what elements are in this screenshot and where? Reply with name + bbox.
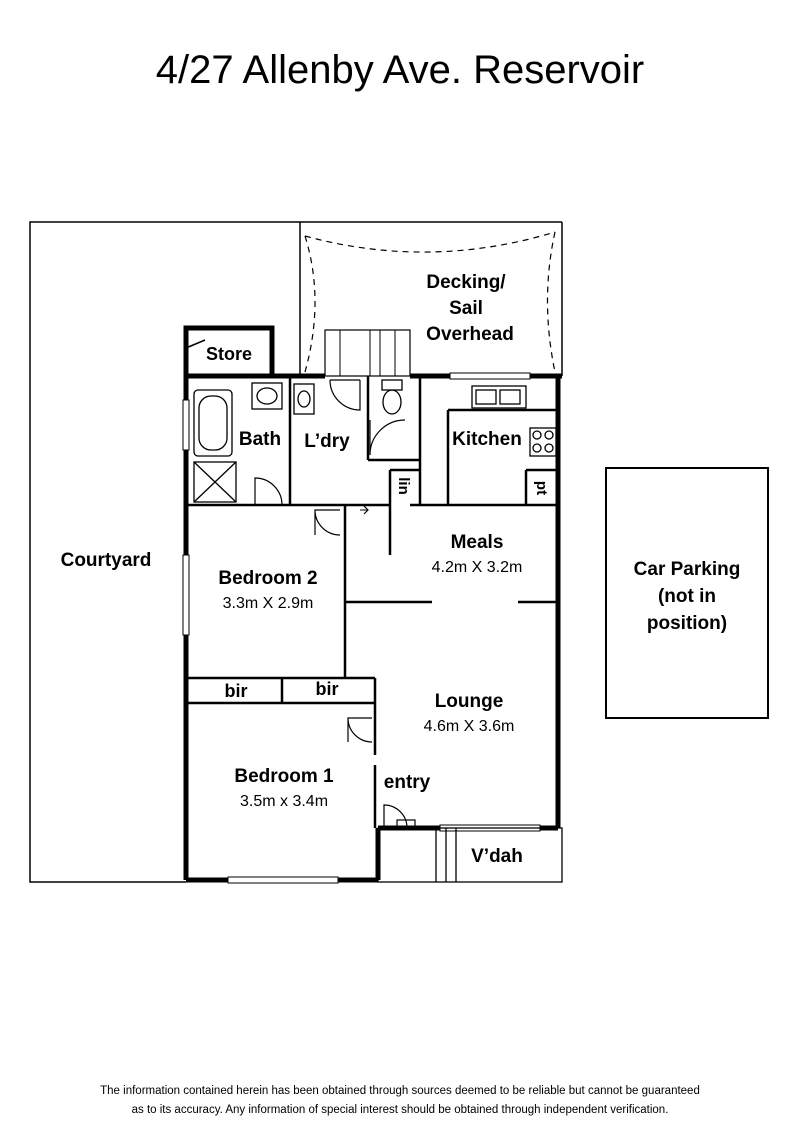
meals-size: 4.2m X 3.2m bbox=[432, 559, 523, 576]
bir-label-1: bir bbox=[224, 681, 247, 701]
bir-label-2: bir bbox=[315, 679, 338, 699]
car-parking-box bbox=[605, 467, 769, 719]
bath-label: Bath bbox=[239, 429, 281, 450]
site-boundary bbox=[29, 221, 563, 883]
decking-label-2: Sail bbox=[449, 298, 483, 319]
bath-fixtures bbox=[193, 382, 283, 503]
store-label: Store bbox=[206, 344, 252, 364]
kitchen-fixtures bbox=[471, 385, 557, 457]
bedroom1-label: Bedroom 1 bbox=[234, 766, 334, 787]
verandah-label: V’dah bbox=[471, 846, 523, 867]
decking-area bbox=[299, 222, 556, 377]
bedroom1-size: 3.5m x 3.4m bbox=[240, 793, 328, 810]
lounge-size: 4.6m X 3.6m bbox=[424, 718, 515, 735]
store-door bbox=[185, 339, 206, 349]
lounge-label: Lounge bbox=[435, 691, 504, 712]
disclaimer-line-2: as to its accuracy. Any information of s… bbox=[131, 1104, 669, 1116]
car-parking-label-1: Car Parking bbox=[634, 559, 741, 580]
store-walls bbox=[183, 325, 275, 376]
laundry-fixtures bbox=[293, 379, 403, 415]
page-title: 4/27 Allenby Ave. Reservoir bbox=[155, 48, 645, 92]
pantry-label: pt bbox=[533, 481, 550, 495]
bedroom2-size: 3.3m X 2.9m bbox=[223, 595, 314, 612]
courtyard-label: Courtyard bbox=[61, 550, 152, 571]
entry-label: entry bbox=[384, 772, 431, 793]
laundry-label: L’dry bbox=[304, 431, 350, 452]
decking-label-3: Overhead bbox=[426, 324, 514, 345]
car-parking-label-3: position) bbox=[647, 613, 727, 634]
bedroom2-label: Bedroom 2 bbox=[218, 568, 317, 589]
linen-label: lin bbox=[395, 477, 412, 495]
disclaimer: The information contained herein has bee… bbox=[40, 1082, 760, 1120]
verandah bbox=[377, 827, 563, 883]
decking-label-1: Decking/ bbox=[426, 272, 506, 293]
disclaimer-line-1: The information contained herein has bee… bbox=[100, 1085, 700, 1097]
kitchen-label: Kitchen bbox=[452, 429, 522, 450]
car-parking-label-2: (not in bbox=[658, 586, 716, 607]
door-swings bbox=[254, 379, 416, 829]
meals-label: Meals bbox=[451, 532, 504, 553]
interior-walls bbox=[186, 376, 558, 828]
